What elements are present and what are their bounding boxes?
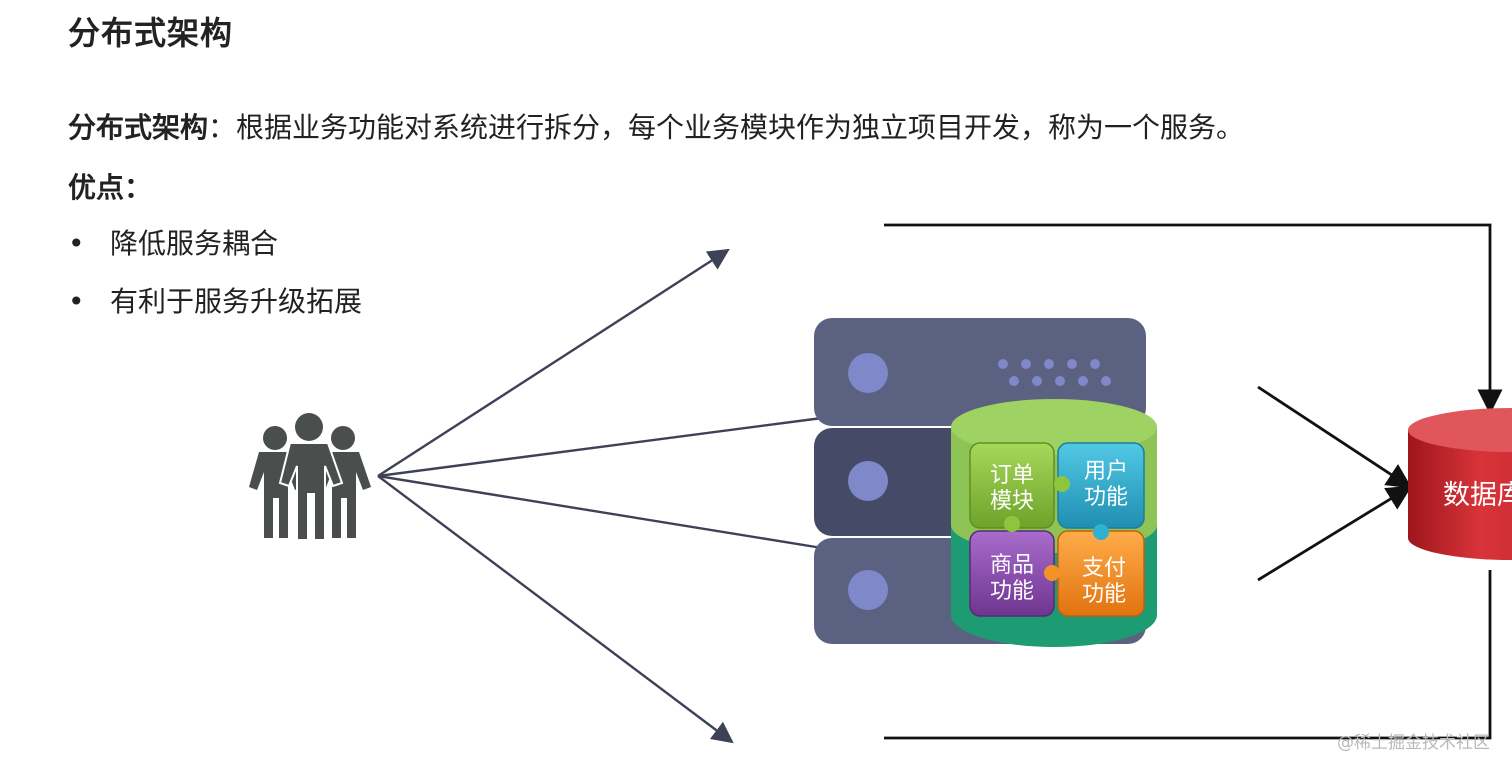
arrow-to-server-bottom xyxy=(377,474,823,550)
module-payment-line2: 功能 xyxy=(1082,582,1126,607)
module-product-line1: 商品 xyxy=(990,553,1034,578)
module-order-line2: 模块 xyxy=(990,489,1034,514)
module-payment: 支付 功能 xyxy=(1044,524,1145,617)
users-icon xyxy=(249,413,371,541)
list-item: 有利于服务升级拓展 xyxy=(68,282,362,340)
module-order: 订单 模块 xyxy=(969,442,1055,529)
definition-colon: ： xyxy=(208,111,237,144)
module-order-line1: 订单 xyxy=(990,463,1034,488)
definition-term: 分布式架构 xyxy=(68,111,209,144)
list-item: 降低服务耦合 xyxy=(68,224,362,282)
module-payment-line1: 支付 xyxy=(1082,556,1126,581)
definition-body: 根据业务功能对系统进行拆分，每个业务模块作为独立项目开发，称为一个服务。 xyxy=(236,111,1245,144)
puzzle-icon: 订单 模块 用户 功能 商品 功能 支付 功能 xyxy=(969,442,1145,617)
pros-heading: 优点： xyxy=(68,171,153,204)
arrow-to-db-upper xyxy=(1257,385,1413,489)
server-unit-top xyxy=(814,318,1146,426)
top-route-arrow xyxy=(884,223,1503,415)
module-product: 商品 功能 xyxy=(969,516,1055,617)
module-user: 用户 功能 xyxy=(1054,442,1145,529)
database-connectors xyxy=(884,223,1503,740)
module-user-line2: 功能 xyxy=(1084,485,1128,510)
arrow-to-db-lower xyxy=(1257,485,1413,582)
arrow-to-server-top xyxy=(377,416,823,478)
module-product-line2: 功能 xyxy=(990,579,1034,604)
arrow-to-bottom xyxy=(377,475,734,744)
definition-text: 分布式架构：根据业务功能对系统进行拆分，每个业务模块作为独立项目开发，称为一个服… xyxy=(68,106,1244,146)
module-user-line1: 用户 xyxy=(1084,459,1128,484)
arrow-to-top xyxy=(377,248,730,478)
bottom-route-line xyxy=(884,570,1492,740)
database-label: 数据库 xyxy=(1443,480,1512,511)
page-title: 分布式架构 xyxy=(68,14,234,52)
database-icon: 数据库 xyxy=(1408,408,1512,560)
pros-list: 降低服务耦合 有利于服务升级拓展 xyxy=(68,224,362,340)
watermark: @稀土掘金技术社区 xyxy=(1337,733,1490,753)
user-request-arrows xyxy=(377,248,823,744)
